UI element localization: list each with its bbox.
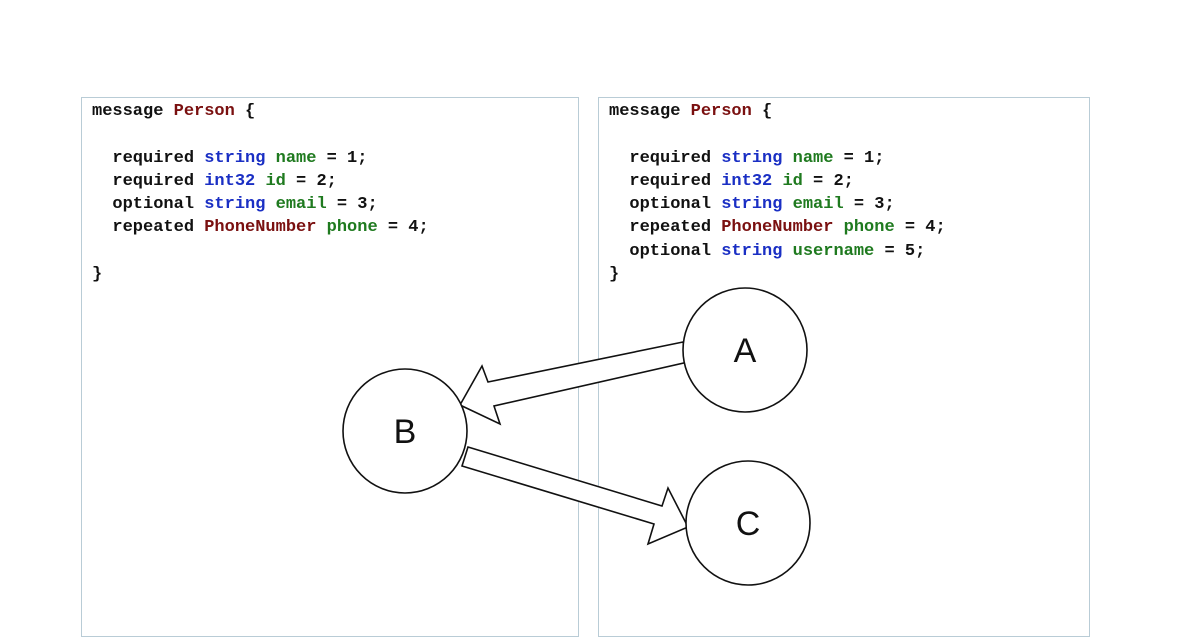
code-token-kw: optional	[609, 241, 722, 261]
node-c-circle	[685, 460, 811, 586]
code-token-fname: name	[275, 148, 317, 168]
code-token-fname: username	[792, 241, 875, 261]
code-token-plain: }	[609, 265, 620, 285]
code-token-plain: = 4;	[894, 218, 946, 238]
code-token-fname: id	[782, 171, 803, 191]
code-token-kw: required	[609, 148, 722, 168]
code-token-kw: optional	[609, 195, 722, 215]
code-token-ptype: string	[204, 195, 266, 215]
code-line: message Person {	[609, 100, 946, 123]
right-schema-code: message Person { required string name = …	[609, 100, 946, 286]
code-token-plain: = 3;	[326, 195, 378, 215]
code-token-kw: required	[92, 148, 205, 168]
code-token-ptype: string	[721, 148, 783, 168]
code-token-kw: message	[609, 102, 691, 121]
code-line: optional string email = 3;	[609, 193, 946, 216]
arrow-a-to-b	[458, 341, 689, 426]
code-token-fname: phone	[843, 218, 895, 238]
code-token-plain: = 1;	[316, 148, 368, 168]
code-token-plain: }	[92, 265, 103, 285]
code-token-tname: PhoneNumber	[721, 218, 834, 238]
code-token-fname: phone	[326, 218, 378, 238]
code-token-ptype: int32	[204, 171, 256, 191]
code-token-plain: = 2;	[802, 171, 854, 191]
code-token-tname: PhoneNumber	[204, 218, 317, 238]
node-c-label: C	[736, 505, 761, 543]
code-line: optional string username = 5;	[609, 240, 946, 263]
code-line: }	[92, 263, 429, 286]
code-token-ptype: string	[721, 195, 783, 215]
code-token-plain: {	[234, 102, 256, 121]
code-line: }	[609, 263, 946, 286]
code-line: optional string email = 3;	[92, 193, 429, 216]
code-token-fname: id	[265, 171, 286, 191]
node-a-label: A	[734, 332, 757, 370]
right-schema-box: message Person { required string name = …	[598, 97, 1090, 637]
code-token-kw: repeated	[609, 218, 722, 238]
code-token-kw: message	[92, 102, 174, 121]
code-token-kw: repeated	[92, 218, 205, 238]
arrow-b-to-c	[460, 446, 690, 546]
code-token-kw: required	[92, 171, 205, 191]
code-token-plain: = 5;	[874, 241, 926, 261]
code-token-fname: email	[792, 195, 844, 215]
code-token-fname: name	[792, 148, 834, 168]
left-schema-box: message Person { required string name = …	[81, 97, 579, 637]
code-token-plain: = 4;	[377, 218, 429, 238]
code-token-plain: = 3;	[843, 195, 895, 215]
code-token-plain: {	[751, 102, 773, 121]
node-b-circle	[342, 368, 468, 494]
code-token-plain: = 2;	[285, 171, 337, 191]
node-a-circle	[682, 287, 808, 413]
code-line: repeated PhoneNumber phone = 4;	[609, 216, 946, 239]
code-token-ptype: int32	[721, 171, 773, 191]
code-line: repeated PhoneNumber phone = 4;	[92, 216, 429, 239]
code-line: required string name = 1;	[92, 147, 429, 170]
code-token-fname: email	[275, 195, 327, 215]
code-line: required string name = 1;	[609, 147, 946, 170]
code-token-plain: = 1;	[833, 148, 885, 168]
code-token-tname: Person	[173, 102, 235, 121]
code-line: required int32 id = 2;	[609, 170, 946, 193]
left-schema-code: message Person { required string name = …	[92, 100, 429, 286]
code-token-ptype: string	[721, 241, 783, 261]
code-token-tname: Person	[690, 102, 752, 121]
code-token-ptype: string	[204, 148, 266, 168]
code-token-kw: required	[609, 171, 722, 191]
code-line: required int32 id = 2;	[92, 170, 429, 193]
node-b-label: B	[394, 413, 417, 451]
code-line: message Person {	[92, 100, 429, 123]
code-token-kw: optional	[92, 195, 205, 215]
